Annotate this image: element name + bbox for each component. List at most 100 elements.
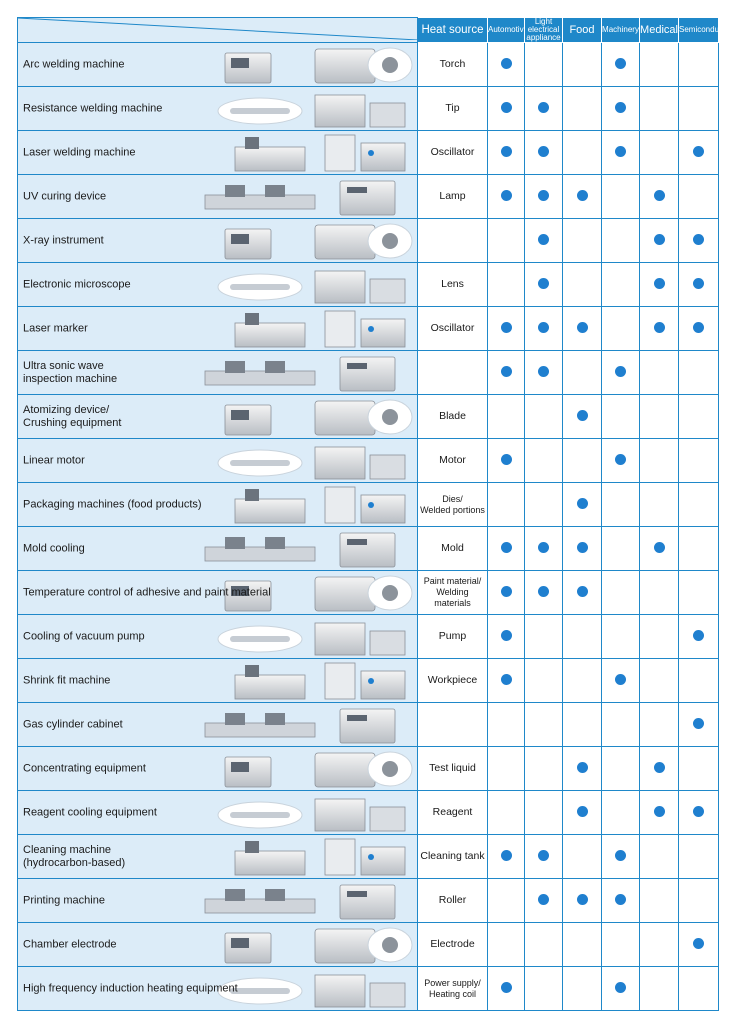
application-label: Gas cylinder cabinet <box>23 718 123 730</box>
applicable-dot-icon <box>500 145 512 157</box>
mark-cell-light-electrical <box>524 218 563 263</box>
table-row: Cleaning machine (hydrocarbon-based)Clea… <box>17 834 719 879</box>
applicable-dot-icon <box>538 101 549 113</box>
mark-cell-medical <box>639 922 679 967</box>
application-label: Reagent cooling equipment <box>23 806 157 818</box>
applicable-dot-icon <box>500 57 512 69</box>
application-label: Resistance welding machine <box>23 102 163 114</box>
equipment-illustration-icon <box>165 529 415 568</box>
mark-cell-semiconductor <box>678 394 719 439</box>
equipment-illustration-icon <box>165 837 415 876</box>
applicable-dot-icon <box>576 805 588 817</box>
mark-cell-automotive <box>487 42 525 87</box>
applicable-dot-icon <box>576 761 588 773</box>
application-cell: Atomizing device/ Crushing equipment <box>17 394 418 439</box>
mark-cell-medical <box>639 614 679 659</box>
table-row: Packaging machines (food products)Dies/ … <box>17 482 719 527</box>
mark-cell-machinery <box>601 834 640 879</box>
mark-cell-medical <box>639 658 679 703</box>
equipment-illustration-icon <box>165 925 415 964</box>
applicable-dot-icon <box>500 673 512 685</box>
industry-header-light-electrical: Light electrical appliance <box>524 17 563 43</box>
mark-cell-semiconductor <box>678 922 719 967</box>
mark-cell-automotive <box>487 218 525 263</box>
mark-cell-machinery <box>601 350 640 395</box>
application-label: X-ray instrument <box>23 234 104 246</box>
corner-diagonal <box>18 18 418 40</box>
mark-cell-medical <box>639 790 679 835</box>
equipment-illustration-icon <box>165 705 415 744</box>
equipment-illustration-icon <box>165 133 415 172</box>
mark-cell-medical <box>639 438 679 483</box>
equipment-illustration-icon <box>165 441 415 480</box>
mark-cell-automotive <box>487 922 525 967</box>
mark-cell-semiconductor <box>678 438 719 483</box>
mark-cell-machinery <box>601 394 640 439</box>
applicable-dot-icon <box>653 321 665 333</box>
mark-cell-light-electrical <box>524 834 563 879</box>
mark-cell-light-electrical <box>524 570 563 615</box>
application-cell: X-ray instrument <box>17 218 418 263</box>
mark-cell-machinery <box>601 526 640 571</box>
heat-source-cell: Paint material/ Welding materials <box>417 570 488 615</box>
mark-cell-semiconductor <box>678 834 719 879</box>
mark-cell-food <box>562 834 602 879</box>
mark-cell-automotive <box>487 702 525 747</box>
mark-cell-food <box>562 570 602 615</box>
mark-cell-automotive <box>487 570 525 615</box>
heat-source-cell: Test liquid <box>417 746 488 791</box>
heat-source-cell: Workpiece <box>417 658 488 703</box>
mark-cell-medical <box>639 966 679 1011</box>
mark-cell-semiconductor <box>678 966 719 1011</box>
mark-cell-light-electrical <box>524 526 563 571</box>
mark-cell-automotive <box>487 130 525 175</box>
mark-cell-food <box>562 922 602 967</box>
mark-cell-machinery <box>601 130 640 175</box>
heat-source-cell: Power supply/ Heating coil <box>417 966 488 1011</box>
applicable-dot-icon <box>693 233 704 245</box>
application-label: Electronic microscope <box>23 278 131 290</box>
mark-cell-medical <box>639 746 679 791</box>
mark-cell-machinery <box>601 878 640 923</box>
mark-cell-semiconductor <box>678 614 719 659</box>
application-cell: Printing machine <box>17 878 418 923</box>
mark-cell-automotive <box>487 746 525 791</box>
mark-cell-light-electrical <box>524 438 563 483</box>
mark-cell-light-electrical <box>524 966 563 1011</box>
mark-cell-semiconductor <box>678 86 719 131</box>
mark-cell-machinery <box>601 570 640 615</box>
application-label: Temperature control of adhesive and pain… <box>23 586 271 598</box>
application-cell: Arc welding machine <box>17 42 418 87</box>
applicable-dot-icon <box>615 101 626 113</box>
mark-cell-food <box>562 702 602 747</box>
mark-cell-automotive <box>487 306 525 351</box>
equipment-illustration-icon <box>165 353 415 392</box>
equipment-illustration-icon <box>165 661 415 700</box>
mark-cell-machinery <box>601 218 640 263</box>
mark-cell-light-electrical <box>524 86 563 131</box>
applicable-dot-icon <box>615 365 626 377</box>
mark-cell-automotive <box>487 262 525 307</box>
mark-cell-machinery <box>601 438 640 483</box>
application-label: Laser welding machine <box>23 146 136 158</box>
header-corner <box>17 17 418 43</box>
mark-cell-machinery <box>601 702 640 747</box>
applicable-dot-icon <box>538 189 549 201</box>
heat-source-cell: Motor <box>417 438 488 483</box>
heat-source-cell: Electrode <box>417 922 488 967</box>
application-cell: Concentrating equipment <box>17 746 418 791</box>
applicable-dot-icon <box>576 893 588 905</box>
application-label: High frequency induction heating equipme… <box>23 982 238 994</box>
applicable-dot-icon <box>576 497 588 509</box>
applicable-dot-icon <box>576 585 588 597</box>
mark-cell-medical <box>639 570 679 615</box>
equipment-illustration-icon <box>165 969 415 1008</box>
mark-cell-semiconductor <box>678 702 719 747</box>
applicable-dot-icon <box>576 189 588 201</box>
mark-cell-medical <box>639 482 679 527</box>
mark-cell-food <box>562 966 602 1011</box>
industry-header-medical: Medical <box>639 17 679 43</box>
